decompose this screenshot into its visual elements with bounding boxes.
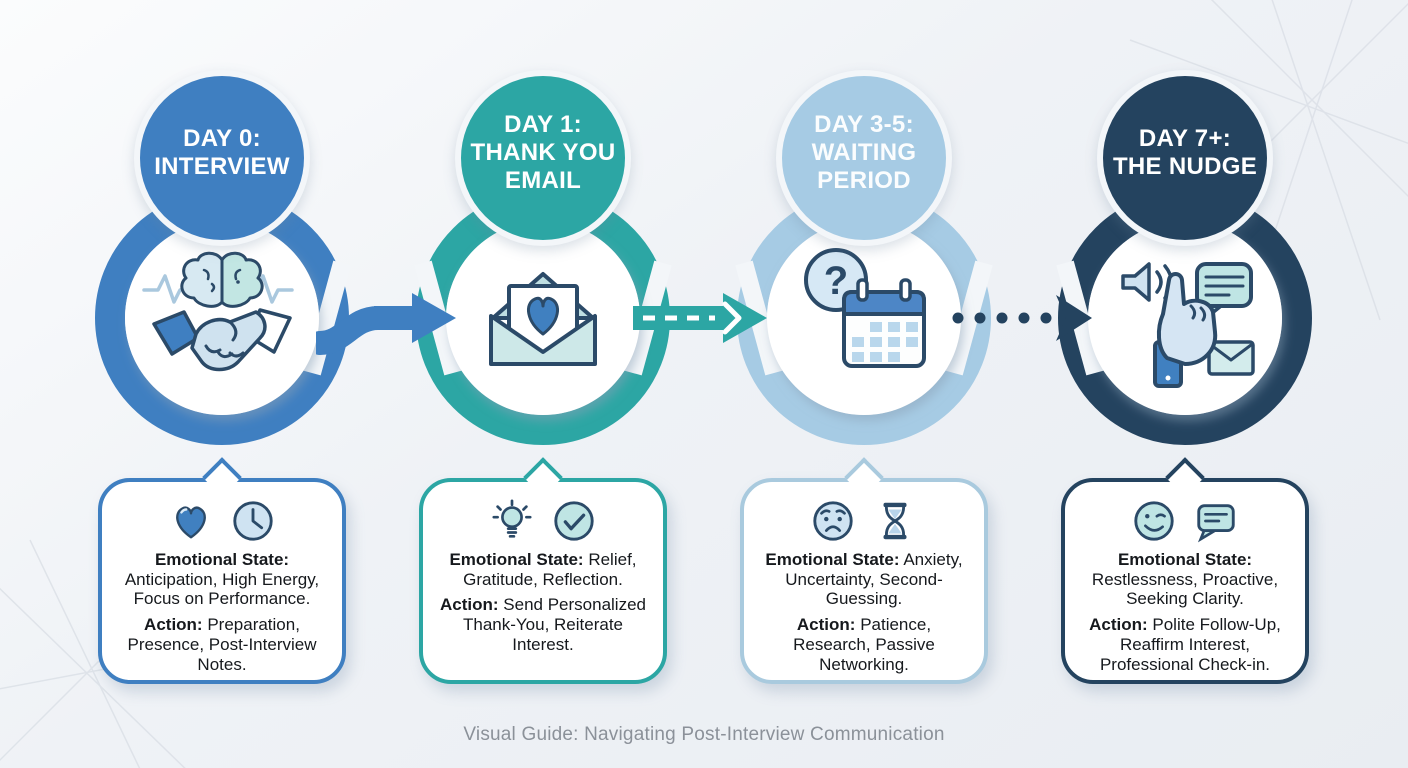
stage-label-day1: DAY 1: THANK YOU EMAIL <box>455 70 631 246</box>
emotional-state-text: Emotional State: Relief, Gratitude, Refl… <box>449 550 637 589</box>
wink-face-icon <box>1134 501 1174 541</box>
hourglass-icon <box>883 502 907 540</box>
raised-hand-icon <box>1153 272 1218 388</box>
emotional-state-text: Emotional State: Anticipation, High Ener… <box>124 550 320 609</box>
stage-title: DAY 1: THANK YOU EMAIL <box>470 111 616 194</box>
stage-title: DAY 0: INTERVIEW <box>154 125 290 180</box>
stage-day0-interview: DAY 0: INTERVIEW Emotional State: Antici… <box>72 0 372 720</box>
ring-gap <box>945 260 993 376</box>
dashed-arrow-connector <box>633 293 767 343</box>
lightbulb-icon <box>492 499 532 538</box>
stage-day3-5-waiting: ? DAY 3-5: WAITING PERIOD <box>714 0 1014 720</box>
clock-icon <box>233 501 273 541</box>
stage-day7-nudge: DAY 7+: THE NUDGE Emotional State: Restl… <box>1035 0 1335 720</box>
brain-icon <box>180 251 264 308</box>
stage-ring-day0 <box>95 191 351 445</box>
action-text: Action: Polite Follow-Up, Reaffirm Inter… <box>1089 615 1281 674</box>
emotional-state-text: Emotional State: Restlessness, Proactive… <box>1091 550 1279 609</box>
callout-day1: Emotional State: Relief, Gratitude, Refl… <box>419 478 667 684</box>
callout-day7: Emotional State: Restlessness, Proactive… <box>1061 478 1309 684</box>
emotional-state-text: Emotional State: Anxiety, Uncertainty, S… <box>765 550 963 609</box>
stage-label-day7: DAY 7+: THE NUDGE <box>1097 70 1273 246</box>
action-text: Action: Send Personalized Thank-You, Rei… <box>440 595 646 654</box>
stage-ring-day7 <box>1056 191 1312 445</box>
stage-title: DAY 7+: THE NUDGE <box>1112 125 1258 180</box>
worried-face-icon <box>813 501 853 541</box>
message-bubble-icon <box>1197 504 1235 543</box>
envelope-heart-icon <box>489 272 597 366</box>
stage-title: DAY 3-5: WAITING PERIOD <box>811 111 917 194</box>
envelope-icon <box>1207 340 1255 376</box>
action-text: Action: Patience, Research, Passive Netw… <box>793 615 935 674</box>
callout-day3-5: Emotional State: Anxiety, Uncertainty, S… <box>740 478 988 684</box>
infographic-caption: Visual Guide: Navigating Post-Interview … <box>463 724 945 745</box>
ring-gap <box>303 260 351 376</box>
stage-label-day0: DAY 0: INTERVIEW <box>134 70 310 246</box>
solid-arrow-connector <box>316 293 456 355</box>
calendar-icon <box>842 278 926 368</box>
heart-icon <box>176 506 206 539</box>
dotted-arrow-connector <box>952 295 1092 341</box>
handshake-icon <box>152 308 292 372</box>
action-text: Action: Preparation, Presence, Post-Inte… <box>127 615 317 674</box>
stage-day1-thank-you: DAY 1: THANK YOU EMAIL Emotional State: … <box>393 0 693 720</box>
stage-label-day3-5: DAY 3-5: WAITING PERIOD <box>776 70 952 246</box>
check-circle-icon <box>554 501 594 541</box>
callout-day0: Emotional State: Anticipation, High Ener… <box>98 478 346 684</box>
